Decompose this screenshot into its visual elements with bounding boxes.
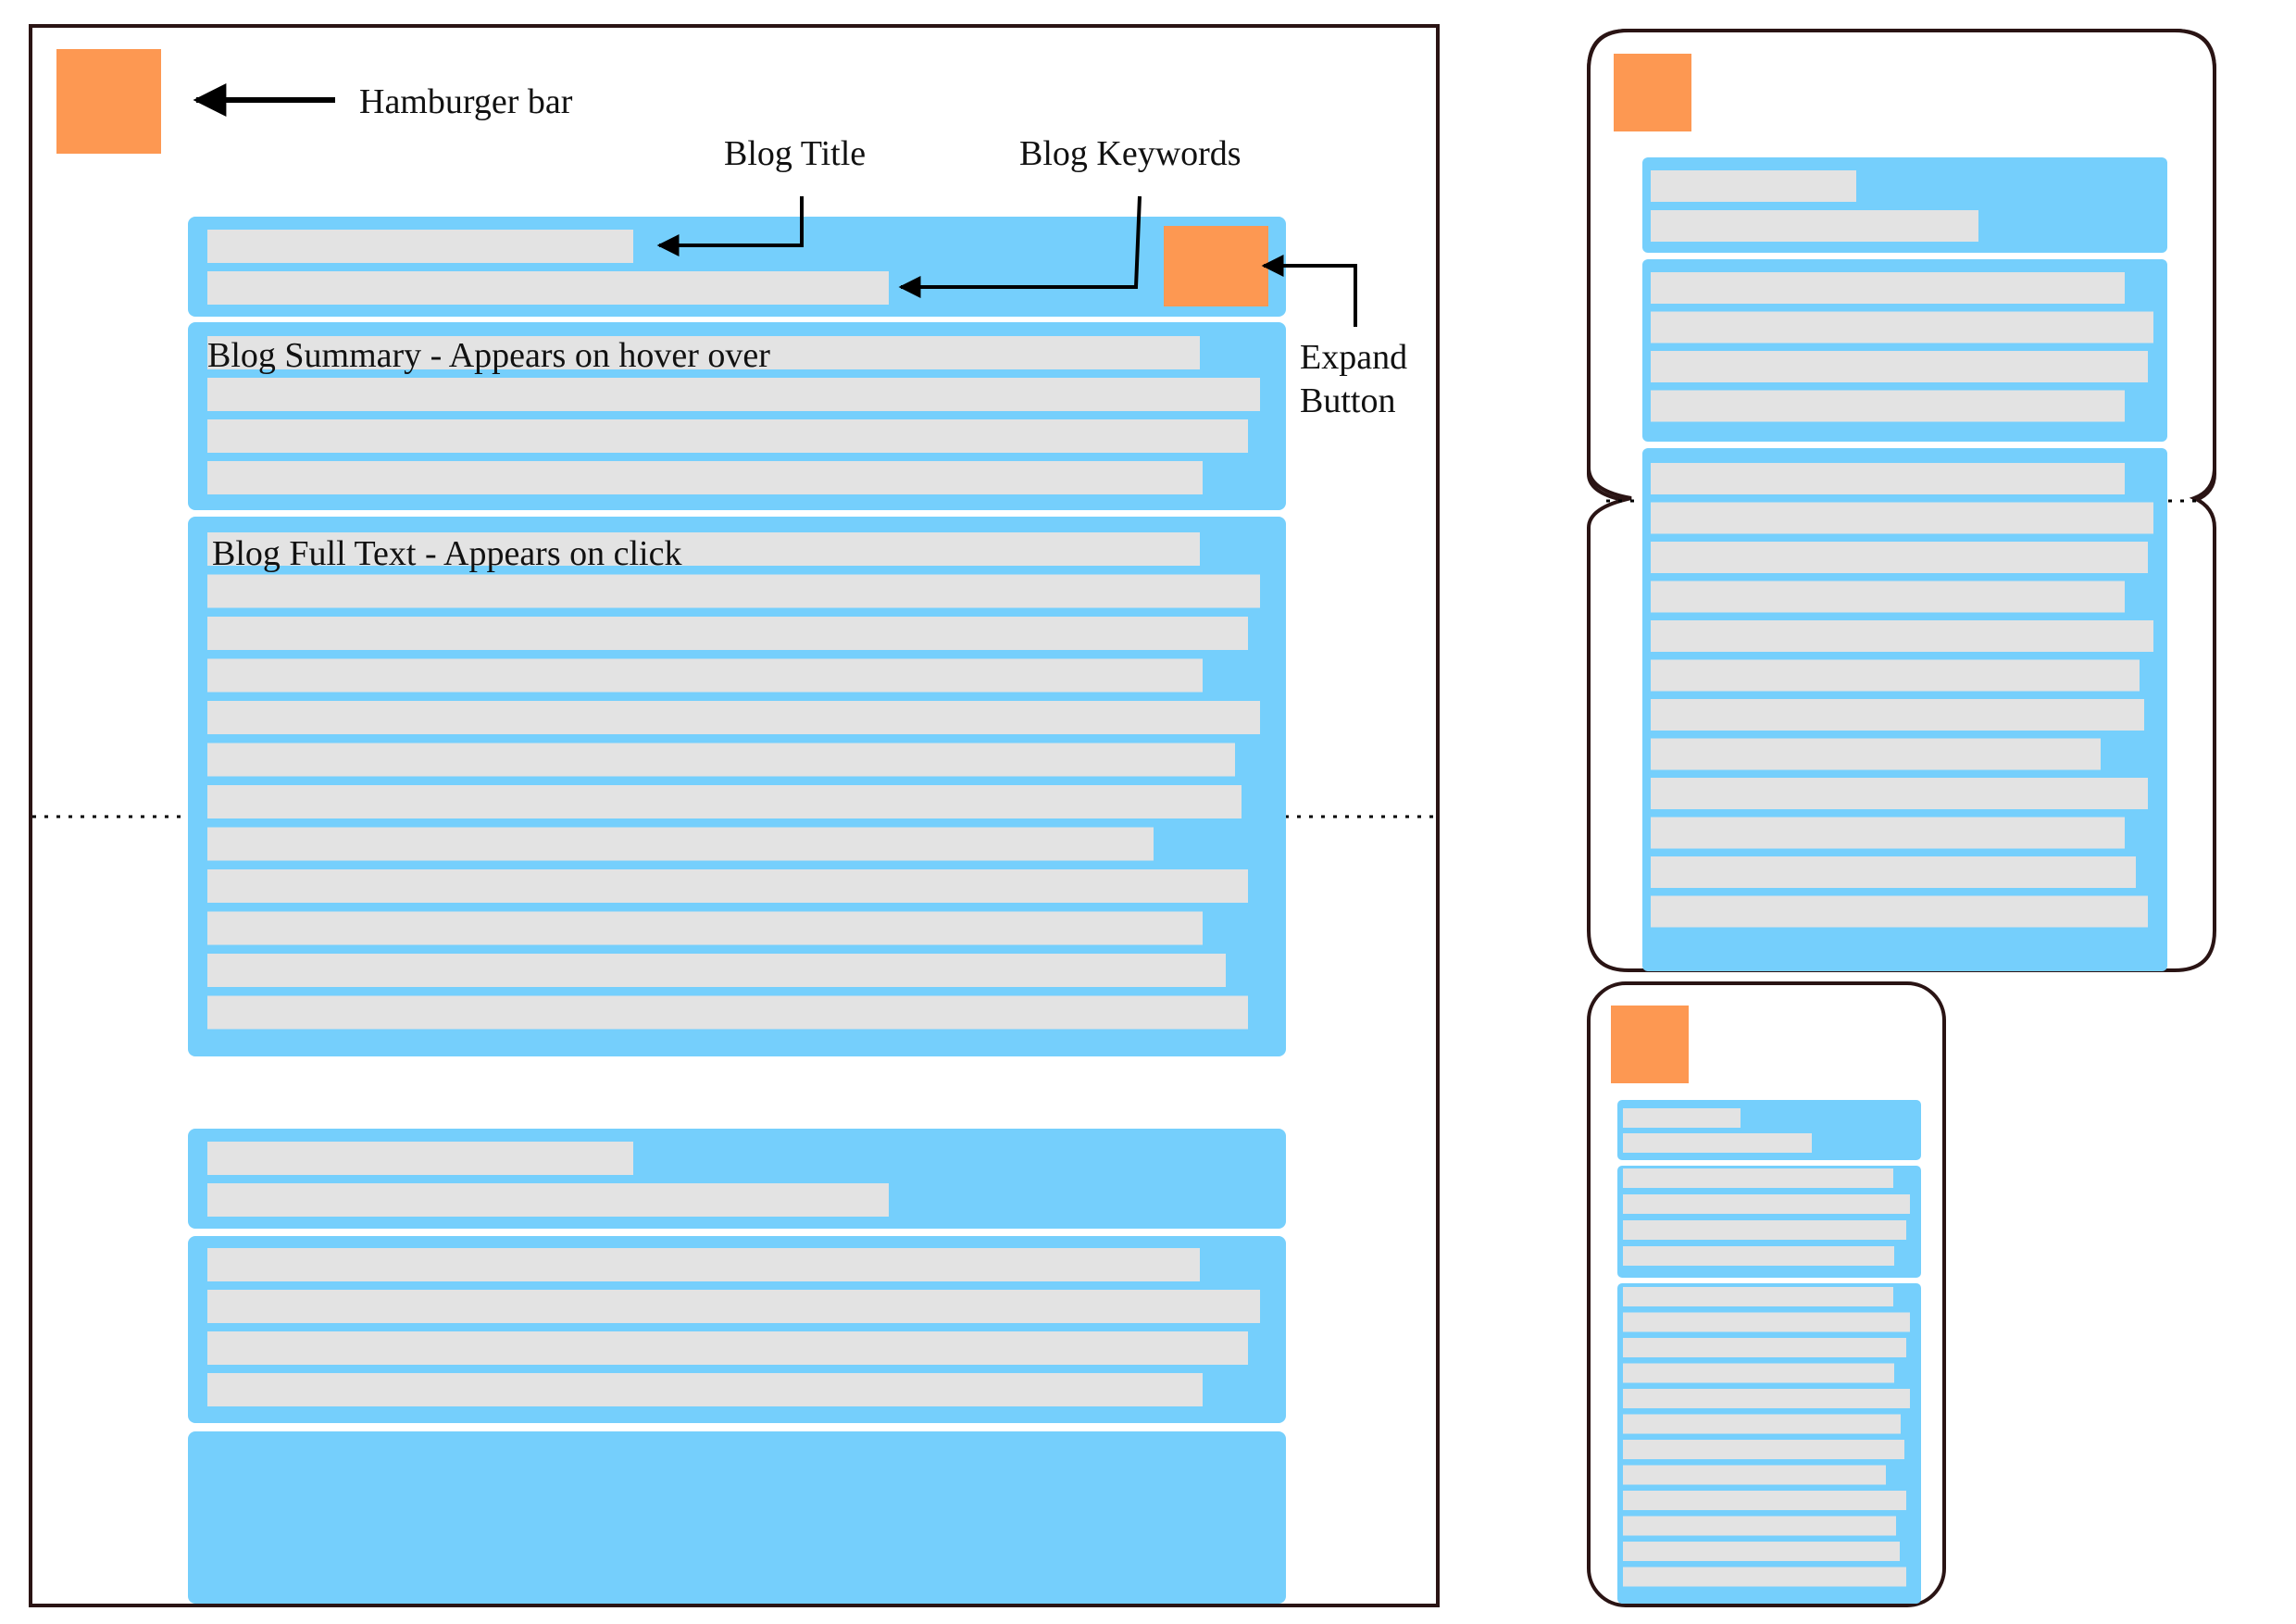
text-line-placeholder — [207, 461, 1203, 494]
text-line-placeholder — [1651, 895, 2148, 928]
text-line-placeholder — [1623, 1194, 1910, 1214]
text-line-placeholder — [207, 378, 1260, 411]
text-line-placeholder — [1651, 351, 2148, 382]
hamburger-label: Hamburger bar — [359, 82, 573, 121]
text-line-placeholder — [207, 701, 1260, 734]
text-line-placeholder — [1651, 542, 2148, 573]
tablet-keywords-bar — [1651, 210, 1978, 242]
text-line-placeholder — [1651, 699, 2144, 731]
text-line-placeholder — [207, 869, 1248, 903]
text-line-placeholder — [1623, 1363, 1894, 1383]
post2-summary-lines — [207, 1248, 1260, 1406]
text-line-placeholder — [1651, 311, 2153, 344]
text-line-placeholder — [1623, 1542, 1900, 1561]
text-line-placeholder — [1623, 1414, 1901, 1434]
fulltext-label: Blog Full Text - Appears on click — [212, 534, 681, 573]
text-line-placeholder — [1651, 390, 2125, 422]
text-line-placeholder — [1623, 1440, 1904, 1459]
expand-button-label-line1: Expand — [1300, 338, 1407, 377]
text-line-placeholder — [207, 419, 1248, 453]
post2-fulltext-panel — [188, 1431, 1286, 1604]
mobile-keywords-bar — [1623, 1133, 1812, 1153]
text-line-placeholder — [207, 785, 1242, 818]
post2-keywords-bar — [207, 1183, 889, 1217]
text-line-placeholder — [207, 1248, 1200, 1281]
tablet-title-bar — [1651, 170, 1856, 202]
tablet-fulltext-lines — [1651, 463, 2153, 928]
post1-title-bar — [207, 230, 633, 263]
text-line-placeholder — [207, 1290, 1260, 1323]
text-line-placeholder — [1651, 778, 2148, 809]
text-line-placeholder — [207, 827, 1154, 861]
mobile-wireframe — [1587, 981, 1946, 1607]
text-line-placeholder — [207, 574, 1260, 608]
tablet-wireframe — [1587, 29, 2216, 972]
hamburger-button[interactable] — [56, 49, 161, 154]
desktop-wireframe: Hamburger bar Blog Title Blog Keywords E… — [29, 24, 1440, 1607]
expand-button-arrow — [1261, 255, 1357, 327]
text-line-placeholder — [207, 995, 1248, 1030]
post2-title-bar — [207, 1142, 633, 1175]
post1-expand-button[interactable] — [1164, 226, 1268, 306]
post1-summary-lines — [207, 336, 1260, 494]
text-line-placeholder — [1651, 620, 2153, 652]
text-line-placeholder — [207, 1331, 1248, 1365]
text-line-placeholder — [1623, 1287, 1893, 1306]
text-line-placeholder — [1623, 1567, 1906, 1587]
text-line-placeholder — [1623, 1465, 1886, 1485]
mobile-hamburger-button[interactable] — [1611, 1006, 1689, 1083]
tablet-hamburger-button[interactable] — [1614, 54, 1691, 131]
text-line-placeholder — [1623, 1246, 1894, 1266]
blog-keywords-arrow — [898, 195, 1142, 298]
text-line-placeholder — [207, 1373, 1203, 1406]
text-line-placeholder — [1623, 1338, 1906, 1357]
text-line-placeholder — [1651, 856, 2136, 888]
post1-keywords-bar — [207, 271, 889, 305]
blog-title-arrow — [656, 196, 804, 256]
text-line-placeholder — [1623, 1220, 1906, 1240]
post1-fulltext-lines — [207, 532, 1260, 1030]
text-line-placeholder — [1651, 659, 2140, 692]
text-line-placeholder — [207, 658, 1203, 693]
text-line-placeholder — [207, 336, 1200, 369]
text-line-placeholder — [1623, 1491, 1906, 1510]
text-line-placeholder — [207, 911, 1203, 945]
text-line-placeholder — [207, 532, 1200, 566]
text-line-placeholder — [1651, 581, 2125, 613]
text-line-placeholder — [1651, 463, 2125, 494]
text-line-placeholder — [1651, 817, 2125, 849]
text-line-placeholder — [1651, 502, 2153, 534]
text-line-placeholder — [207, 954, 1226, 987]
tablet-summary-lines — [1651, 272, 2153, 422]
text-line-placeholder — [207, 617, 1248, 650]
mobile-fulltext-lines — [1623, 1287, 1910, 1587]
mobile-summary-lines — [1623, 1168, 1910, 1266]
text-line-placeholder — [1623, 1168, 1893, 1188]
blog-keywords-label: Blog Keywords — [1019, 134, 1242, 173]
text-line-placeholder — [1651, 738, 2101, 770]
text-line-placeholder — [1623, 1312, 1910, 1332]
expand-button-label-line2: Button — [1300, 381, 1395, 420]
summary-label: Blog Summary - Appears on hover over — [207, 336, 770, 375]
text-line-placeholder — [1651, 272, 2125, 304]
mobile-title-bar — [1623, 1108, 1741, 1128]
text-line-placeholder — [1623, 1516, 1896, 1536]
text-line-placeholder — [1623, 1389, 1910, 1408]
text-line-placeholder — [207, 743, 1235, 777]
blog-title-label: Blog Title — [724, 134, 866, 173]
